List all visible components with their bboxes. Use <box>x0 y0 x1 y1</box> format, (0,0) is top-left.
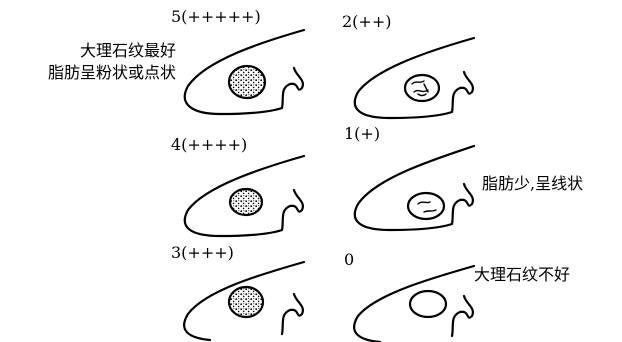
meat-cross-section-grade-1 <box>340 140 490 236</box>
note-best-line2: 脂肪呈粉状或点状 <box>0 62 176 84</box>
meat-cross-section-grade-2 <box>340 32 490 124</box>
marbling-lines <box>412 81 428 96</box>
rib-eye-muscle <box>408 193 444 219</box>
rib-eye-muscle <box>405 75 439 101</box>
note-best-line1: 大理石纹最好 <box>0 40 176 62</box>
rib-eye-muscle <box>229 287 263 317</box>
carcass-outline <box>354 266 474 342</box>
meat-cross-section-grade-5 <box>170 24 320 124</box>
marbling-lines <box>418 202 436 212</box>
note-sparse: 脂肪少,呈线状 <box>482 173 583 195</box>
carcass-outline <box>355 38 474 118</box>
meat-cross-section-grade-4 <box>170 150 320 242</box>
grade-label-2: 2(++) <box>342 12 391 32</box>
meat-cross-section-grade-3 <box>170 258 320 342</box>
rib-eye-muscle <box>230 189 262 215</box>
meat-cross-section-grade-0 <box>340 262 490 342</box>
rib-eye-muscle <box>410 291 446 317</box>
carcass-outline <box>355 146 474 230</box>
rib-eye-muscle <box>229 66 265 98</box>
note-best: 大理石纹最好 脂肪呈粉状或点状 <box>0 40 176 84</box>
